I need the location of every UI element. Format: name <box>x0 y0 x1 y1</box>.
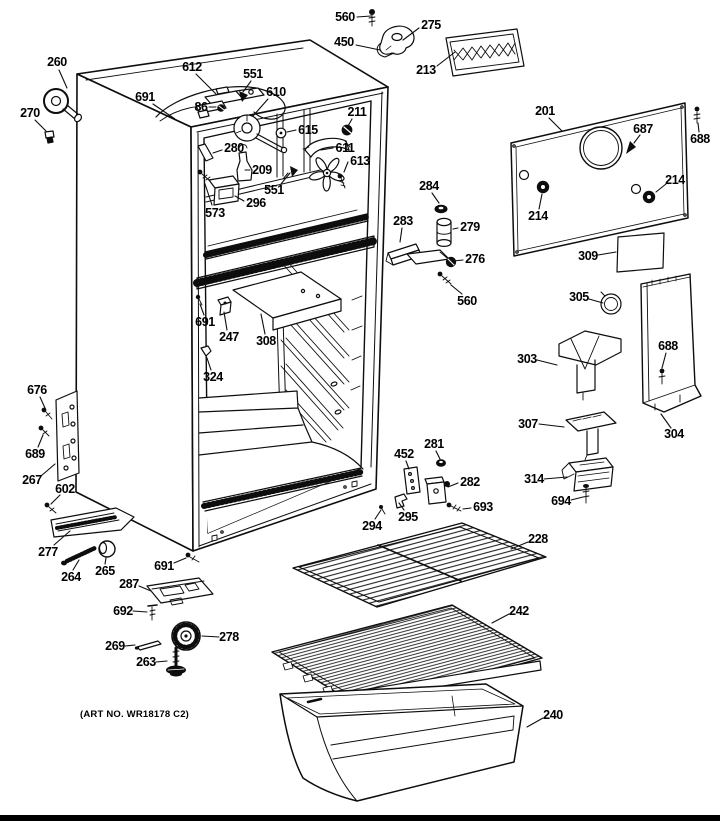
fan-blade-613 <box>309 157 345 192</box>
leader-283 <box>399 227 403 243</box>
leader-613 <box>343 161 349 173</box>
leader-201 <box>548 117 563 132</box>
top-hinge-assembly <box>155 86 353 206</box>
wire-shelf-228 <box>292 522 547 608</box>
leader-691-top <box>152 103 176 120</box>
leader-688-top <box>697 122 700 133</box>
leader-270 <box>34 119 47 132</box>
drawer-pan-240 <box>279 683 524 802</box>
leader-264 <box>72 559 80 571</box>
leader-295 <box>398 502 405 511</box>
left-side-parts <box>38 390 80 514</box>
leader-551-mid <box>280 172 291 185</box>
leader-282 <box>447 482 459 488</box>
leader-214-left <box>538 193 543 210</box>
leader-452 <box>405 460 410 470</box>
leader-275 <box>402 27 420 41</box>
leader-287 <box>138 585 152 592</box>
leader-269 <box>124 644 136 647</box>
leader-324 <box>206 357 212 371</box>
leader-610 <box>252 98 269 117</box>
leader-602 <box>50 494 61 505</box>
leader-560-top <box>356 15 372 18</box>
shelf-308 <box>232 271 342 331</box>
page-bottom-edge <box>0 815 720 821</box>
leader-278 <box>201 635 220 638</box>
leader-450 <box>355 44 381 51</box>
leader-691-inner <box>199 303 205 316</box>
leader-303 <box>536 359 558 366</box>
lower-hinge-parts <box>379 459 462 515</box>
leader-573 <box>204 183 213 206</box>
top-bracket-and-tray <box>368 9 525 77</box>
leader-692 <box>132 610 148 613</box>
leader-305 <box>588 298 604 304</box>
leader-612 <box>195 73 217 95</box>
leader-260 <box>58 69 68 89</box>
leader-211 <box>347 118 353 127</box>
rear-panel-201 <box>510 102 701 273</box>
leader-691-bottom <box>173 557 187 564</box>
leader-309 <box>597 251 617 256</box>
leader-279 <box>452 227 459 230</box>
leader-688-mid <box>661 352 667 369</box>
leader-615 <box>286 129 297 133</box>
leader-280 <box>212 149 223 154</box>
leader-265 <box>104 557 107 565</box>
leader-560-mid <box>450 284 463 295</box>
leader-284 <box>431 192 440 204</box>
leader-551-top <box>242 80 252 93</box>
leader-676 <box>39 396 46 409</box>
leader-689 <box>37 434 44 448</box>
leader-267 <box>40 463 56 477</box>
leader-276 <box>452 259 464 262</box>
leader-263 <box>155 660 168 663</box>
leader-294 <box>374 509 382 520</box>
wheel-278 <box>171 621 201 651</box>
bottom-roller-parts <box>50 507 214 677</box>
middle-hinge-parts <box>385 204 457 285</box>
leader-240 <box>526 717 544 728</box>
panel-304 <box>640 273 702 413</box>
ice-tray-213 <box>445 28 525 77</box>
leader-304 <box>660 413 672 429</box>
leader-314 <box>543 476 568 480</box>
leader-307 <box>538 423 565 428</box>
leader-693 <box>462 507 472 510</box>
leader-611 <box>320 147 334 151</box>
interior-small-parts <box>195 294 232 357</box>
leader-296 <box>234 195 245 202</box>
leader-228 <box>510 541 529 550</box>
right-column-parts <box>558 273 702 504</box>
leader-694 <box>570 496 584 501</box>
leader-308 <box>260 313 266 335</box>
part-260-grommet <box>43 88 83 144</box>
leveling-foot-263 <box>166 646 186 677</box>
leader-lines <box>34 15 700 728</box>
leader-281 <box>435 450 441 460</box>
tray-307 <box>565 411 617 461</box>
leader-277 <box>53 530 71 546</box>
leader-687 <box>633 134 641 144</box>
leader-214-right <box>655 183 667 193</box>
cabinet-interior <box>193 108 378 542</box>
art-number: (ART NO. WR18178 C2) <box>80 709 190 720</box>
fan-motor-610 <box>233 114 288 154</box>
leader-213 <box>436 51 456 67</box>
leader-242 <box>491 613 510 624</box>
leader-247 <box>223 311 228 331</box>
